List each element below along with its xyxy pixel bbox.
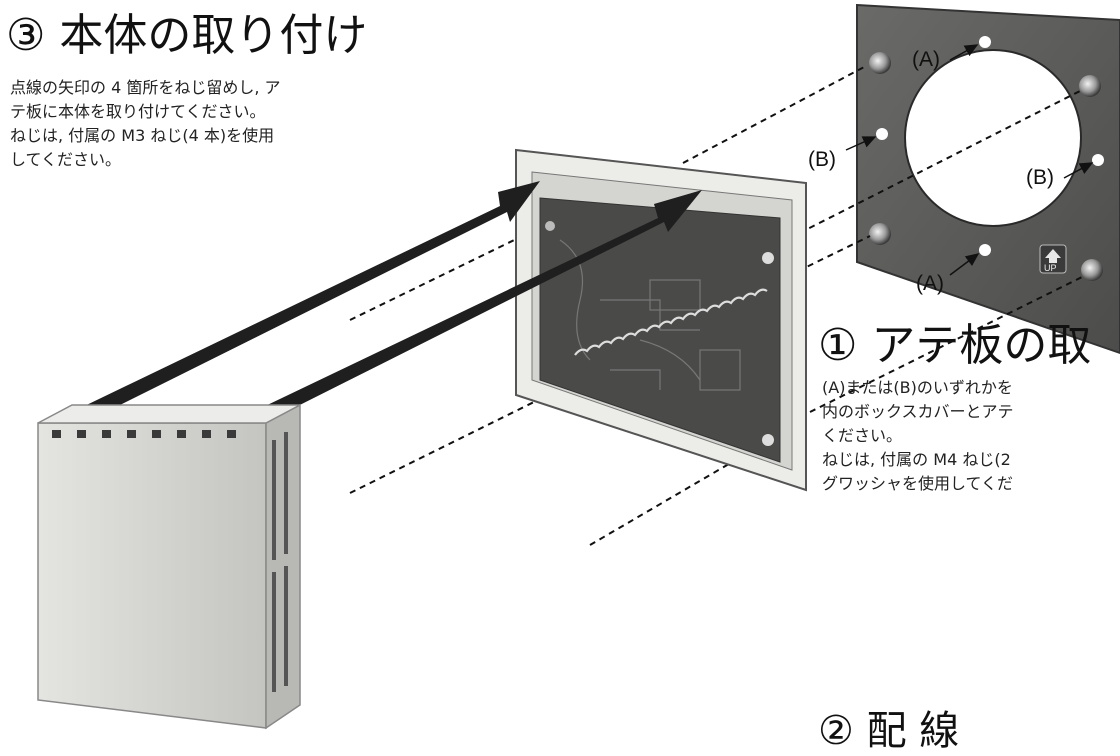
step1-instructions: (A)または(B)のいずれかを 内のボックスカバーとアテ ください。 ねじは, … <box>822 376 1120 496</box>
step2-title: ② 配 線 <box>818 708 960 754</box>
step1-line: グワッシャを使用してくだ <box>822 474 1014 493</box>
plate-hole <box>979 36 991 48</box>
plate-screw <box>869 52 891 74</box>
plate-center-hole <box>904 49 1082 227</box>
step1-line: ねじは, 付属の M4 ねじ(2 <box>822 450 1011 469</box>
step1-line: 内のボックスカバーとアテ <box>822 402 1014 421</box>
step3-title: ③ 本体の取り付け <box>6 10 368 61</box>
label-b-right: (B) <box>1026 166 1054 189</box>
step3-line: 点線の矢印の 4 箇所をねじ留めし, ア <box>10 78 281 97</box>
up-arrow-icon <box>1045 249 1061 263</box>
main-unit <box>515 148 807 492</box>
label-a-bottom: (A) <box>916 272 944 295</box>
label-b-left: (B) <box>808 148 836 171</box>
insertion-arrows <box>72 181 702 428</box>
plate-screw <box>1079 75 1101 97</box>
plate-screw <box>869 223 891 245</box>
step3-line: ねじは, 付属の M3 ねじ(4 本)を使用 <box>10 126 275 145</box>
step1-line: (A)または(B)のいずれかを <box>822 378 1013 397</box>
step1-line: ください。 <box>822 426 903 445</box>
up-label: UP <box>1044 263 1057 273</box>
label-a-top: (A) <box>912 48 940 71</box>
step1-title: ① アテ板の取 <box>818 320 1092 371</box>
plate-screw <box>1081 259 1103 281</box>
plate-hole <box>876 128 888 140</box>
plate-hole <box>1092 154 1104 166</box>
illustration <box>37 3 1120 730</box>
step3-instructions: 点線の矢印の 4 箇所をねじ留めし, ア テ板に本体を取り付けてください。 ねじ… <box>10 76 410 172</box>
mounting-plate <box>845 3 1120 355</box>
step3-line: してください。 <box>10 150 122 169</box>
plate-hole <box>979 244 991 256</box>
unit-cover <box>37 403 301 730</box>
step3-line: テ板に本体を取り付けてください。 <box>10 102 266 121</box>
